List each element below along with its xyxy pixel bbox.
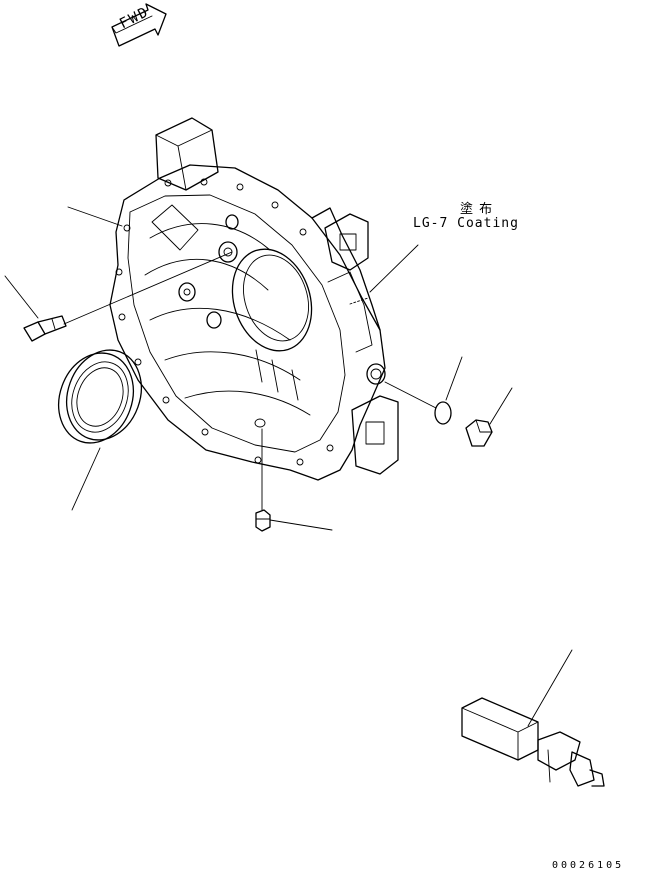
drain-plug bbox=[255, 509, 271, 532]
tool-pin bbox=[461, 697, 605, 787]
plug bbox=[465, 419, 493, 447]
flywheel-housing bbox=[109, 117, 399, 481]
coating-label: LG-7 Coating bbox=[413, 216, 519, 231]
fwd-arrow-icon bbox=[111, 3, 167, 47]
leader-lines bbox=[4, 206, 573, 727]
coating-kanji: 塗 布 bbox=[460, 202, 494, 217]
bolt bbox=[23, 315, 67, 342]
washer bbox=[434, 401, 452, 425]
drawing-number: 00026105 bbox=[552, 860, 625, 871]
oil-seal bbox=[58, 349, 142, 444]
